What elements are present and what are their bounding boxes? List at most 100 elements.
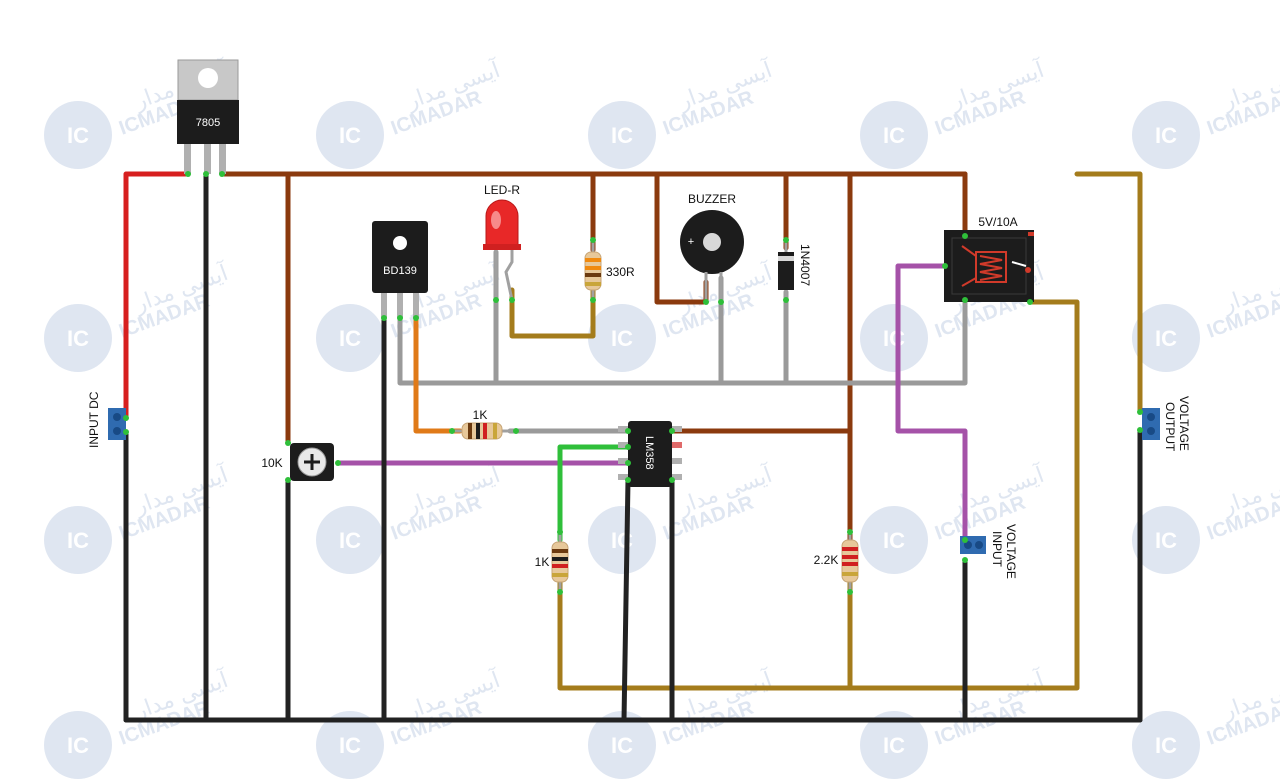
voltage-output-label-1: VOLTAGE: [1177, 396, 1191, 451]
terminal-voltage-output: VOLTAGE OUTPUT: [1142, 396, 1191, 452]
connection-dot: [962, 557, 968, 563]
connection-dot: [847, 589, 853, 595]
watermark-ic: IC: [339, 733, 361, 758]
opamp-label: LM358: [643, 436, 655, 470]
watermark-ic: IC: [67, 733, 89, 758]
watermark-ic: IC: [883, 123, 905, 148]
connection-dot: [590, 237, 596, 243]
watermark-ic: IC: [339, 123, 361, 148]
resistor-1k-bottom: 1K: [535, 532, 569, 592]
connection-dot: [669, 477, 675, 483]
watermark-ic: IC: [339, 326, 361, 351]
voltage-output-label-2: OUTPUT: [1163, 402, 1177, 452]
connection-dot: [285, 477, 291, 483]
connection-dot: [625, 477, 631, 483]
watermark-logo: [1132, 304, 1200, 372]
opamp-lm358: LM358: [618, 421, 682, 487]
relay-label: 5V/10A: [978, 215, 1017, 229]
resistor-330r: 330R: [584, 240, 635, 300]
connection-dot: [669, 428, 675, 434]
watermark-ic: IC: [67, 326, 89, 351]
connection-dot: [449, 428, 455, 434]
connection-dot: [1027, 299, 1033, 305]
connection-dot: [513, 428, 519, 434]
watermark-ic: IC: [611, 733, 633, 758]
watermark-logo: [860, 101, 928, 169]
wire-collector-bus: [397, 297, 968, 386]
wires: [123, 171, 1143, 723]
relay-5v-10a: 5V/10A: [944, 215, 1034, 302]
input-dc-label: INPUT DC: [87, 391, 101, 448]
wire-bottom-olive: [557, 299, 1080, 691]
watermark-ic: IC: [883, 733, 905, 758]
connection-dot: [962, 233, 968, 239]
watermark-logo: [44, 304, 112, 372]
buzzer: BUZZER +: [680, 192, 744, 302]
voltage-input-label-2: INPUT: [990, 531, 1004, 568]
connection-dot: [783, 297, 789, 303]
buzzer-label: BUZZER: [688, 192, 736, 206]
watermark-logo: [860, 711, 928, 779]
connection-dot: [625, 444, 631, 450]
wire-output-olive: [1074, 171, 1143, 415]
potentiometer-10k: 10K: [261, 443, 334, 481]
watermark-logo: [588, 101, 656, 169]
diode-label: 1N4007: [798, 244, 812, 286]
connection-dot: [557, 589, 563, 595]
watermark-ic: IC: [883, 528, 905, 553]
terminal-voltage-input: VOLTAGE INPUT: [960, 524, 1018, 579]
connection-dot: [1137, 427, 1143, 433]
resistor-2-2k: 2.2K: [814, 532, 859, 592]
terminal-input-dc: INPUT DC: [87, 391, 126, 448]
watermark-ic: IC: [883, 326, 905, 351]
resistor-1k-base-label: 1K: [473, 408, 488, 422]
diode-1n4007: 1N4007: [778, 240, 812, 300]
watermark-ic: IC: [67, 123, 89, 148]
watermark-logo: [44, 711, 112, 779]
connection-dot: [285, 440, 291, 446]
regulator-label: 7805: [196, 117, 220, 129]
connection-dot: [625, 460, 631, 466]
resistor-1k-bottom-label: 1K: [535, 555, 550, 569]
voltage-input-label-1: VOLTAGE: [1004, 524, 1018, 579]
connection-dot: [625, 428, 631, 434]
connection-dot: [219, 171, 225, 177]
led-label: LED-R: [484, 183, 520, 197]
watermark-logo: [316, 711, 384, 779]
watermark-logo: [860, 304, 928, 372]
resistor-2-2k-label: 2.2K: [814, 553, 839, 567]
connection-dot: [703, 299, 709, 305]
connection-dot: [783, 237, 789, 243]
connection-dot: [381, 315, 387, 321]
watermark-ic: IC: [1155, 326, 1177, 351]
watermark-logo: [1132, 506, 1200, 574]
watermark-logo: [44, 506, 112, 574]
connection-dot: [509, 297, 515, 303]
watermark-ic: IC: [611, 326, 633, 351]
regulator-7805: 7805: [177, 59, 239, 174]
watermark-ic: IC: [1155, 123, 1177, 148]
connection-dot: [942, 263, 948, 269]
wire-relay-input: [895, 263, 968, 543]
junction-dots: [123, 171, 1143, 595]
connection-dot: [413, 315, 419, 321]
watermark-logo: [44, 101, 112, 169]
watermark-logo: [316, 506, 384, 574]
watermark-logo: [588, 506, 656, 574]
connection-dot: [203, 171, 209, 177]
connection-dot: [335, 460, 341, 466]
watermark-logo: [588, 304, 656, 372]
potentiometer-label: 10K: [261, 456, 282, 470]
wire-base-orange: [413, 297, 463, 434]
connection-dot: [123, 415, 129, 421]
connection-dot: [962, 297, 968, 303]
connection-dot: [493, 297, 499, 303]
